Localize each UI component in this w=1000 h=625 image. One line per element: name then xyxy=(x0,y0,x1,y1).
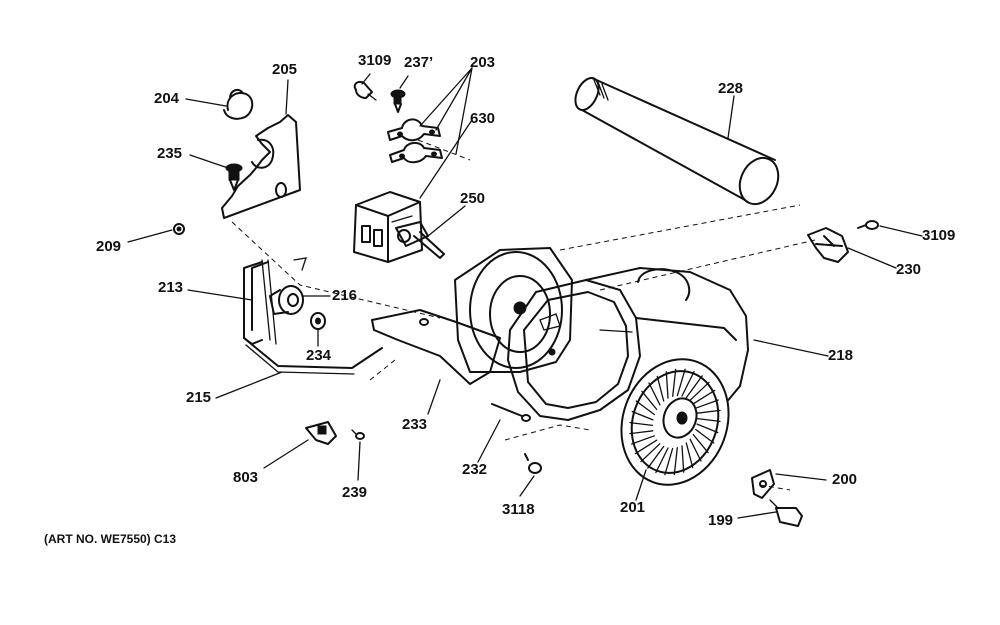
fan-blade xyxy=(634,439,658,455)
fan-blade xyxy=(629,421,654,427)
fan-blade xyxy=(696,409,721,414)
nut-234 xyxy=(310,312,326,330)
clip-204 xyxy=(223,88,254,120)
fan-blade xyxy=(685,375,703,399)
label-part-205: 205 xyxy=(272,61,298,78)
assembly-guide-lines xyxy=(231,139,816,491)
fan-blade xyxy=(672,368,677,397)
bolt-199 xyxy=(769,499,803,527)
fan-blade xyxy=(695,428,715,444)
label-part-235: 235 xyxy=(157,145,183,162)
label-part-3118: 3118 xyxy=(502,501,535,518)
screw-3109-right xyxy=(857,220,879,230)
fan-blade xyxy=(696,417,721,423)
pulley-216 xyxy=(269,285,304,315)
label-part-234: 234 xyxy=(306,347,332,364)
label-part-213: 213 xyxy=(158,279,184,296)
label-part-237: 237’ xyxy=(404,54,434,71)
fan-wheel-201 xyxy=(620,358,730,486)
fan-blade xyxy=(689,381,710,401)
fan-blade xyxy=(641,390,658,411)
fan-blade xyxy=(673,447,678,476)
label-part-630: 630 xyxy=(470,110,496,127)
label-part-216: 216 xyxy=(332,287,358,304)
label-part-228: 228 xyxy=(718,80,744,97)
label-part-250: 250 xyxy=(460,190,486,207)
fan-blade xyxy=(692,433,709,454)
fan-housing-shell xyxy=(454,247,573,373)
fan-blade xyxy=(681,370,695,397)
fan-blade xyxy=(695,399,719,409)
label-part-209: 209 xyxy=(96,238,122,255)
clamps-203 xyxy=(387,118,443,164)
fan-blade xyxy=(647,445,665,469)
fan-blade xyxy=(629,430,654,435)
fan-blade xyxy=(656,375,665,402)
clip-803 xyxy=(305,421,337,445)
label-part-200: 200 xyxy=(832,471,858,488)
screw-3118 xyxy=(524,453,542,474)
fan-blades xyxy=(629,368,721,476)
rod-215 xyxy=(243,337,383,375)
screw-232 xyxy=(491,403,531,422)
label-part-239: 239 xyxy=(342,484,368,501)
label-part-203: 203 xyxy=(470,54,496,71)
fan-blade xyxy=(689,438,702,462)
label-part-218: 218 xyxy=(828,347,854,364)
motor-switch-250 xyxy=(353,191,445,263)
fan-blade xyxy=(635,400,655,416)
fan-blade xyxy=(631,410,654,421)
label-part-199: 199 xyxy=(708,512,734,529)
leader-lines xyxy=(127,67,923,519)
fan-blade xyxy=(692,389,716,405)
fan-blade xyxy=(664,447,674,476)
art-number: (ART NO. WE7550) C13 xyxy=(44,532,177,546)
label-part-204: 204 xyxy=(154,90,180,107)
label-part-230: 230 xyxy=(896,261,922,278)
fan-blade xyxy=(655,447,669,474)
screw-3109-top xyxy=(353,80,377,101)
fan-blade xyxy=(665,371,669,399)
bracket-230 xyxy=(807,227,849,263)
label-part-233: 233 xyxy=(402,416,428,433)
label-part-201: 201 xyxy=(620,499,646,516)
fan-blade xyxy=(640,443,661,463)
fan-blade xyxy=(685,442,694,469)
screw-235 xyxy=(225,163,243,191)
blower-housing-218 xyxy=(507,267,749,431)
fan-blade xyxy=(631,435,655,445)
label-part-215: 215 xyxy=(186,389,212,406)
fan-blade xyxy=(681,445,685,473)
duct-228 xyxy=(574,77,780,206)
label-part-3109-top: 3109 xyxy=(358,52,392,69)
fan-blade xyxy=(648,382,661,406)
label-part-232: 232 xyxy=(462,461,488,478)
screw-239 xyxy=(351,429,365,440)
nut-209 xyxy=(173,223,185,235)
fan-blade xyxy=(676,368,686,397)
label-part-3109-right: 3109 xyxy=(922,227,956,244)
mounting-plate-233 xyxy=(371,309,501,385)
label-part-803: 803 xyxy=(233,469,259,486)
screw-237 xyxy=(390,89,406,113)
bracket-205 xyxy=(221,114,301,219)
fan-blade xyxy=(696,423,719,434)
bracket-200 xyxy=(751,469,775,499)
